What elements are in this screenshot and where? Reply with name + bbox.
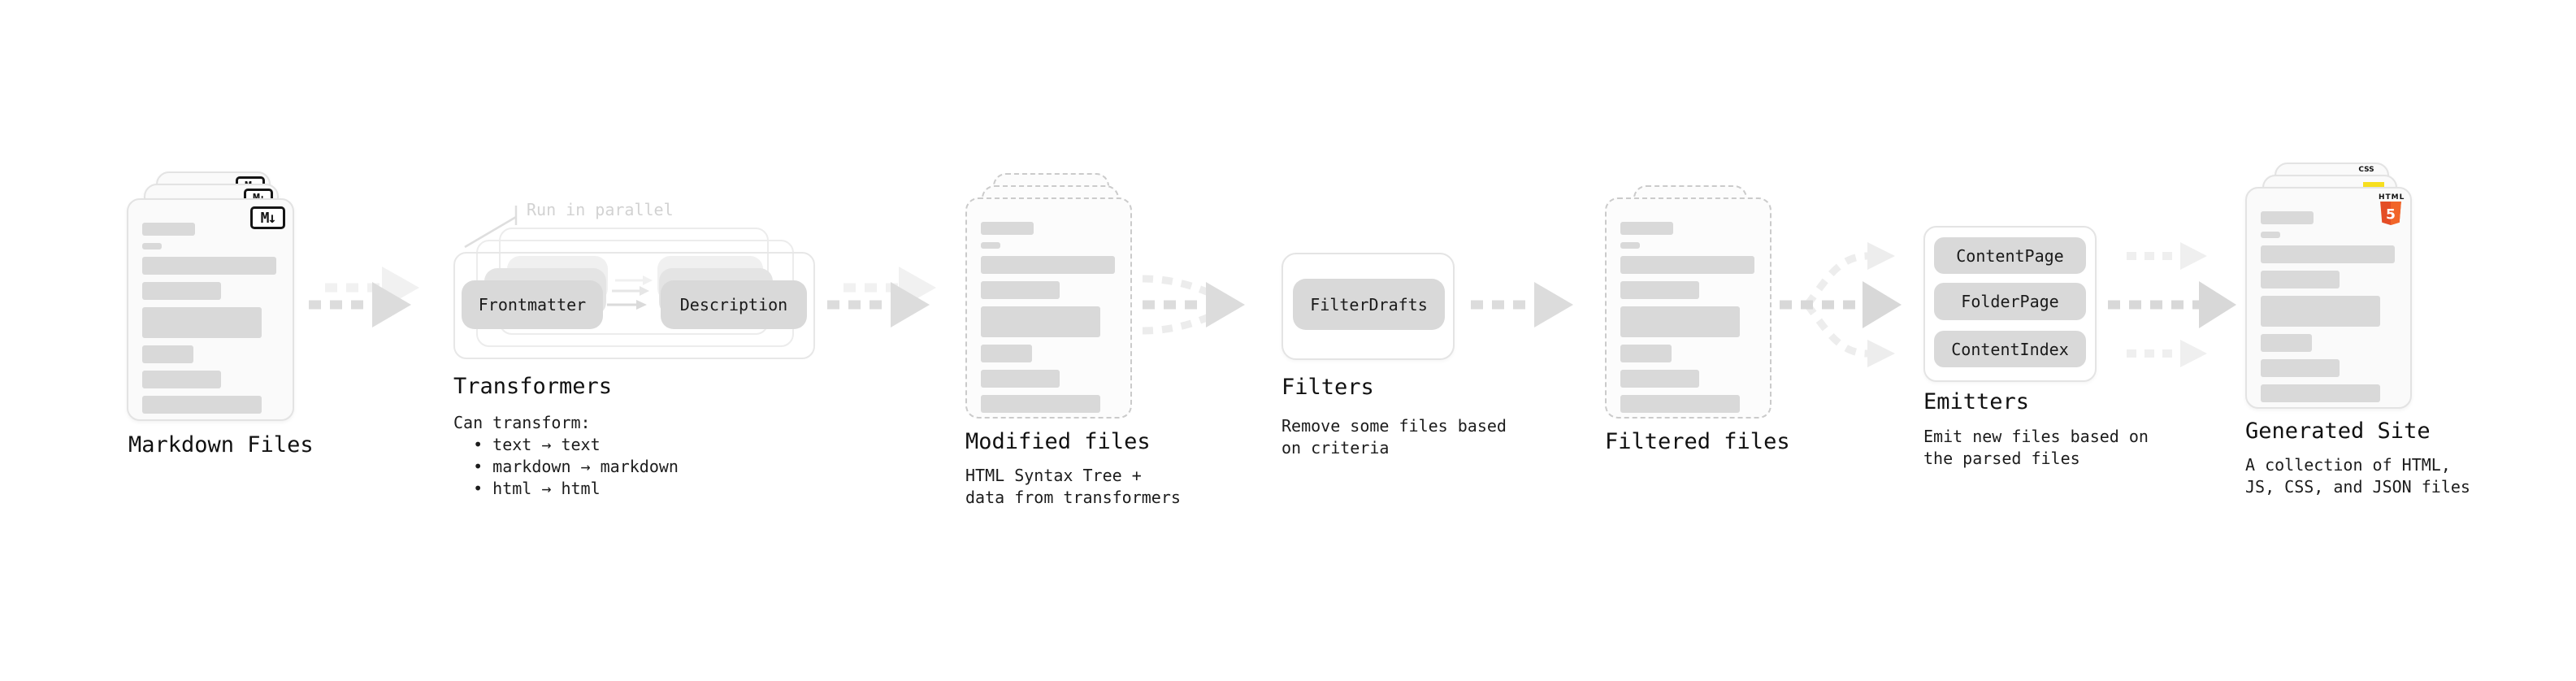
document-placeholder-lines — [128, 200, 293, 414]
placeholder-bar — [981, 222, 1034, 235]
stage-label-emitters: Emitters — [1923, 389, 2030, 414]
document-placeholder-lines — [967, 199, 1130, 413]
stage-label-generated-site: Generated Site — [2245, 419, 2431, 444]
placeholder-bar — [1620, 281, 1699, 299]
caption-line: data from transformers — [965, 488, 1181, 507]
contentpage-button: ContentPage — [1934, 237, 2086, 274]
flow-arrow-filters-to-filtered — [1471, 282, 1573, 327]
placeholder-bar — [142, 223, 195, 236]
folderpage-button: FolderPage — [1934, 283, 2086, 320]
html5-icon-text: HTML — [2379, 193, 2405, 202]
generated-site-caption: A collection of HTML, JS, CSS, and JSON … — [2245, 454, 2470, 498]
caption-line: Emit new files based on — [1923, 427, 2149, 446]
transformer-box — [453, 252, 815, 359]
placeholder-bar — [1620, 242, 1640, 249]
caption-line: • text → text — [453, 435, 601, 454]
placeholder-bar — [142, 257, 276, 275]
flow-arrow-emitters-to-site — [2108, 242, 2236, 367]
modified-files-caption: HTML Syntax Tree + data from transformer… — [965, 465, 1181, 509]
caption-line: on criteria — [1281, 438, 1390, 458]
caption-line: A collection of HTML, — [2245, 455, 2451, 475]
caption-line: Can transform: — [453, 413, 591, 432]
placeholder-bar — [1620, 370, 1699, 388]
placeholder-bar — [2261, 271, 2340, 288]
frontmatter-button: Frontmatter — [462, 280, 603, 329]
placeholder-bar — [2261, 211, 2314, 224]
markdown-icon: M↓ — [250, 206, 285, 229]
placeholder-bar — [981, 345, 1032, 362]
placeholder-bar — [2261, 232, 2280, 238]
placeholder-bar — [981, 256, 1115, 274]
filterdrafts-button: FilterDrafts — [1293, 279, 1445, 330]
stage-label-filters: Filters — [1281, 375, 1374, 400]
filtered-file-card — [1605, 197, 1772, 419]
stage-label-markdown-files: Markdown Files — [128, 432, 314, 458]
placeholder-bar — [2261, 245, 2395, 263]
placeholder-bar — [981, 306, 1100, 337]
placeholder-bar — [1620, 306, 1740, 337]
transform-step-arrows — [607, 275, 653, 310]
placeholder-bar — [2261, 334, 2312, 352]
document-placeholder-lines — [2247, 189, 2410, 402]
filters-caption: Remove some files based on criteria — [1281, 415, 1507, 459]
stage-label-transformers: Transformers — [453, 374, 613, 399]
placeholder-bar — [1620, 345, 1672, 362]
contentindex-button: ContentIndex — [1934, 331, 2086, 367]
transformers-caption: Can transform: • text → text • markdown … — [453, 412, 679, 500]
placeholder-bar — [1620, 395, 1740, 413]
placeholder-bar — [981, 281, 1060, 299]
placeholder-bar — [981, 395, 1100, 413]
placeholder-bar — [142, 307, 262, 338]
stage-label-filtered-files: Filtered files — [1605, 429, 1790, 454]
emitters-caption: Emit new files based on the parsed files — [1923, 426, 2149, 470]
caption-line: • html → html — [453, 479, 601, 498]
note-leader-line — [464, 206, 518, 249]
css-icon-text: CSS — [2358, 166, 2374, 174]
placeholder-bar — [1620, 256, 1754, 274]
document-placeholder-lines — [1607, 199, 1770, 413]
modified-file-card — [965, 197, 1132, 419]
placeholder-bar — [981, 370, 1060, 388]
placeholder-bar — [2261, 359, 2340, 377]
placeholder-bar — [2261, 384, 2380, 402]
stage-label-modified-files: Modified files — [965, 429, 1151, 454]
caption-line: HTML Syntax Tree + — [965, 466, 1142, 485]
flow-arrow-modified-to-filters — [1142, 275, 1245, 335]
markdown-file-card: M↓ — [127, 198, 294, 421]
placeholder-bar — [142, 396, 262, 414]
caption-line: the parsed files — [1923, 449, 2080, 468]
flow-arrow-transformers-to-modified — [827, 267, 936, 327]
html5-shield: 5 — [2380, 202, 2401, 225]
placeholder-bar — [2261, 296, 2380, 327]
placeholder-bar — [142, 371, 221, 388]
svg-text:5: 5 — [2386, 206, 2396, 223]
caption-line: JS, CSS, and JSON files — [2245, 477, 2470, 497]
placeholder-bar — [142, 282, 221, 300]
placeholder-bar — [142, 243, 162, 249]
caption-line: Remove some files based — [1281, 416, 1507, 436]
flow-arrow-markdown-to-transformers — [309, 267, 419, 327]
placeholder-bar — [1620, 222, 1673, 235]
description-button: Description — [661, 280, 807, 329]
run-in-parallel-note: Run in parallel — [527, 200, 674, 219]
caption-line: • markdown → markdown — [453, 457, 679, 476]
html5-icon: HTML 5 — [2379, 193, 2405, 228]
site-file-card: HTML 5 — [2245, 187, 2412, 409]
placeholder-bar — [142, 345, 193, 363]
flow-arrow-filtered-to-emitters — [1780, 242, 1902, 367]
placeholder-bar — [981, 242, 1000, 249]
